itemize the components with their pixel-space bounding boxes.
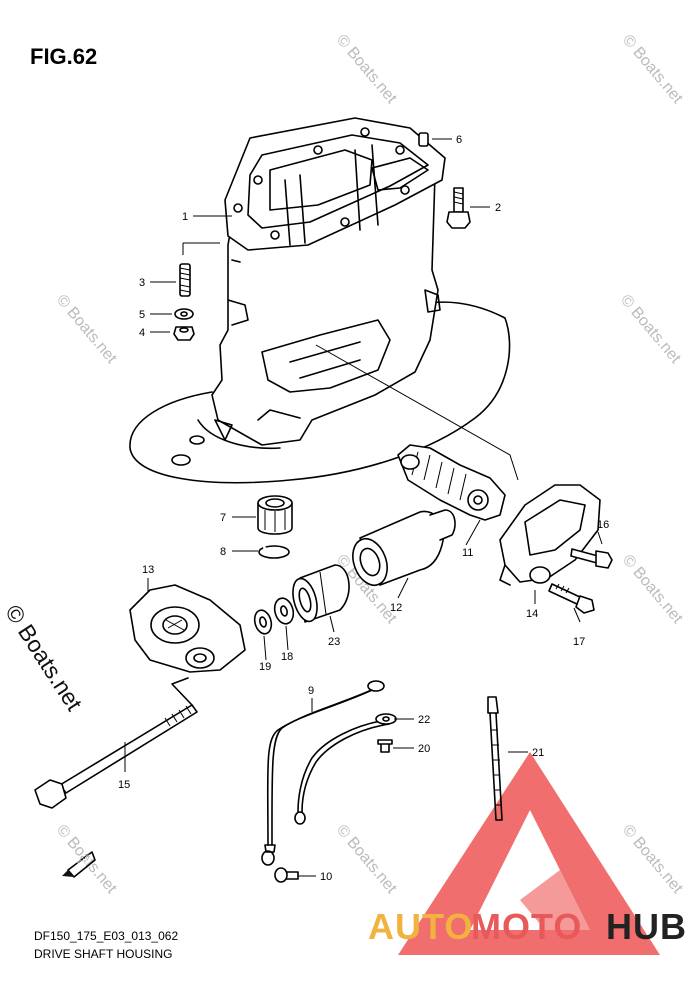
circlip-8 bbox=[258, 545, 290, 559]
callout-14: 14 bbox=[526, 608, 538, 620]
bolt-16 bbox=[570, 548, 613, 569]
watermark-4: © Boats.net bbox=[617, 292, 684, 368]
callout-numbers: 1 2 3 4 5 6 7 8 9 10 11 12 13 14 15 16 1… bbox=[118, 134, 609, 883]
bolt-15 bbox=[34, 677, 198, 809]
callout-3: 3 bbox=[139, 277, 145, 289]
figure-code: DF150_175_E03_013_062 bbox=[34, 929, 179, 943]
washer-19 bbox=[253, 609, 273, 635]
sleeve-23 bbox=[292, 564, 350, 623]
callout-13: 13 bbox=[142, 564, 154, 576]
callout-22: 22 bbox=[418, 714, 430, 726]
callout-6: 6 bbox=[456, 134, 462, 146]
watermark-8: © Boats.net bbox=[333, 822, 400, 898]
callout-20: 20 bbox=[418, 743, 430, 755]
callout-12: 12 bbox=[390, 602, 402, 614]
callout-10: 10 bbox=[320, 871, 332, 883]
watermark-6: © Boats.net bbox=[619, 552, 686, 628]
mount-rubber-11 bbox=[397, 444, 506, 521]
bushing-7 bbox=[257, 495, 293, 535]
logo-triangle bbox=[398, 752, 660, 955]
watermark-3: © Boats.net bbox=[53, 292, 120, 368]
ground-cable-9 bbox=[261, 680, 396, 866]
callout-15: 15 bbox=[118, 779, 130, 791]
washer-22 bbox=[375, 713, 397, 725]
mount-bracket-13 bbox=[129, 584, 246, 673]
washer-18 bbox=[273, 597, 295, 625]
cable-tie-21 bbox=[487, 696, 503, 821]
callout-7: 7 bbox=[220, 512, 226, 524]
washer-5 bbox=[174, 308, 194, 320]
housing-bolt bbox=[446, 187, 471, 229]
screw-10 bbox=[274, 867, 299, 883]
leader-lines bbox=[124, 138, 603, 877]
logo-moto: MOTO bbox=[471, 906, 583, 947]
callout-18: 18 bbox=[281, 651, 293, 663]
stud bbox=[179, 263, 191, 297]
mount-12 bbox=[352, 509, 456, 587]
watermark-1: © Boats.net bbox=[333, 32, 400, 108]
watermark-2: © Boats.net bbox=[619, 32, 686, 108]
callout-9: 9 bbox=[308, 685, 314, 697]
callout-11: 11 bbox=[462, 547, 473, 559]
callout-19: 19 bbox=[259, 661, 271, 673]
logo-auto: AUTO bbox=[368, 906, 474, 947]
watermark-9: © Boats.net bbox=[619, 822, 686, 898]
figure-caption: DRIVE SHAFT HOUSING bbox=[34, 947, 173, 961]
callout-2: 2 bbox=[495, 202, 501, 214]
mount-bracket-14 bbox=[499, 484, 601, 586]
dowel-pin bbox=[418, 132, 429, 147]
nut-4 bbox=[173, 326, 195, 341]
callout-21: 21 bbox=[532, 747, 544, 759]
callout-5: 5 bbox=[139, 309, 145, 321]
callout-1: 1 bbox=[182, 211, 188, 223]
callout-23: 23 bbox=[328, 636, 340, 648]
callout-17: 17 bbox=[573, 636, 585, 648]
bolt-20 bbox=[377, 739, 393, 753]
bolt-17 bbox=[548, 583, 595, 614]
drive-shaft-housing bbox=[129, 117, 511, 484]
callout-16: 16 bbox=[597, 519, 609, 531]
logo-hub: HUB bbox=[606, 906, 687, 947]
callout-8: 8 bbox=[220, 546, 226, 558]
callout-4: 4 bbox=[139, 327, 145, 339]
figure-title: FIG.62 bbox=[30, 44, 98, 69]
